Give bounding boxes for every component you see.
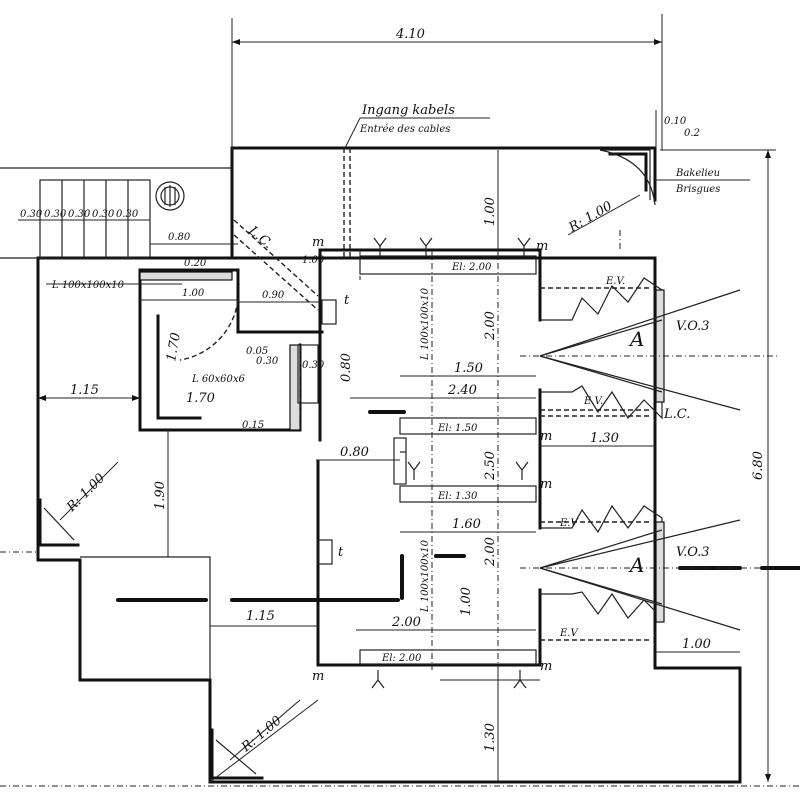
- dim-0-05: 0.05: [246, 346, 268, 357]
- angle-main-label: L 100x100x10: [51, 280, 125, 291]
- stair-step-2: 0.30: [44, 209, 67, 220]
- small-room: L 100x100x10 0.80 0.20 1.00 0.90 1.70 1.…: [46, 219, 322, 431]
- dim-1-30-vert: 1.30: [483, 723, 498, 752]
- protection-fr: Brisgues: [675, 184, 720, 195]
- stair-step-4: 0.30: [92, 209, 115, 220]
- bushing-lower: A V.O.3 E.V E.V: [520, 504, 760, 641]
- angle-vert-1: L 100x100x10: [420, 287, 431, 361]
- dim-1-90: 1.90: [153, 481, 168, 510]
- dim-2-50: 2.50: [483, 451, 498, 481]
- bushing-upper: A V.O.3 E.V. E.V. L.C.: [520, 276, 780, 422]
- dim-1-00-vert-top: 1.00: [483, 197, 498, 226]
- cable-entry-de: Ingang kabels: [361, 103, 455, 118]
- outer-walls: [0, 146, 742, 784]
- dim-0-80-vert: 0.80: [339, 353, 354, 382]
- dim-1-00-vert-lower: 1.00: [459, 587, 474, 616]
- elev-2-00-bottom: El: 2.00: [381, 653, 422, 664]
- dim-0-15: 0.15: [242, 420, 264, 431]
- dim-0-80-top: 0.80: [168, 232, 191, 243]
- stair-step-3: 0.30: [68, 209, 91, 220]
- radius-bottom-label: R: 1.00: [238, 713, 285, 756]
- dim-0-10: 0.10: [664, 116, 687, 127]
- cable-entry-fr: Entrée des cables: [359, 124, 450, 135]
- dim-2-00-horiz: 2.00: [391, 615, 421, 630]
- marker-m-5: m: [540, 659, 552, 674]
- label-a-upper: A: [628, 327, 644, 351]
- angle-corner-label: L 60x60x6: [191, 374, 246, 385]
- marker-m-2: m: [536, 239, 548, 254]
- dim-1-70-vert: 1.70: [164, 332, 184, 363]
- dim-2-00-vert-upper: 2.00: [483, 311, 498, 341]
- label-ev-2: E.V.: [583, 396, 603, 407]
- elev-2-00-top: El: 2.00: [451, 262, 492, 273]
- angle-vert-2: L 100x100x10: [420, 539, 431, 613]
- guide-lines: [0, 110, 800, 787]
- label-vo-lower: V.O.3: [676, 545, 710, 560]
- radius-left-label: R: 1.00: [64, 471, 109, 516]
- staircase: 0.30 0.30 0.30 0.30 0.30: [18, 179, 185, 259]
- overall-width-label: 4.10: [395, 27, 425, 42]
- marker-m-1: m: [312, 235, 324, 250]
- dim-0-30: 0.30: [256, 356, 279, 367]
- overall-height-label: 6.80: [751, 451, 766, 480]
- marker-m-3: m: [540, 429, 552, 444]
- elev-1-30: El: 1.30: [437, 491, 478, 502]
- marker-m-6: m: [312, 669, 324, 684]
- rail-marks: [116, 410, 800, 602]
- right-dimension: 6.80: [660, 149, 776, 782]
- label-t-lower: t: [338, 545, 344, 560]
- radius-top-label: R: 1.00: [566, 199, 615, 236]
- dim-1-60: 1.60: [452, 517, 481, 532]
- stair-step-1: 0.30: [20, 209, 43, 220]
- label-ev-3: E.V: [559, 518, 579, 529]
- label-a-lower: A: [628, 553, 644, 577]
- dim-0-20: 0.20: [184, 258, 207, 269]
- dim-1-50: 1.50: [454, 361, 483, 376]
- label-ev-4: E.V: [559, 628, 579, 639]
- machine-room: El: 2.00 El: 1.50 El: 1.30 El: 2.00 L 10…: [297, 150, 740, 782]
- cable-entry: Ingang kabels Entrée des cables: [343, 103, 490, 258]
- label-t-upper: t: [344, 293, 350, 308]
- dim-2-40: 2.40: [447, 383, 477, 398]
- protection-de: Bakelieu: [675, 168, 720, 179]
- elev-1-50: El: 1.50: [437, 423, 478, 434]
- label-lc-top: L.C.: [245, 223, 276, 252]
- dim-0-80-mid: 0.80: [340, 445, 369, 460]
- dim-1-00-dot: 1.00: [302, 255, 325, 266]
- stair-step-5: 0.30: [116, 209, 139, 220]
- label-lc-right: L.C.: [663, 407, 690, 422]
- dim-2-00-vert-lower: 2.00: [483, 537, 498, 567]
- label-vo-upper: V.O.3: [676, 319, 710, 334]
- dim-0-30-label: 0.30: [302, 360, 325, 371]
- dim-0-90: 0.90: [262, 290, 285, 301]
- dim-1-15-bottom: 1.15: [246, 609, 275, 624]
- label-ev-1: E.V.: [605, 276, 625, 287]
- left-dimensions: 1.15 1.90 1.15: [38, 383, 318, 627]
- dim-1-30-right: 1.30: [590, 431, 619, 446]
- dim-1-00-room: 1.00: [182, 288, 205, 299]
- protection-corner: Bakelieu Brisgues 0.10 0.2: [599, 116, 750, 206]
- marker-m-4: m: [540, 477, 552, 492]
- dim-0-2: 0.2: [684, 128, 700, 139]
- dim-1-15-left: 1.15: [70, 383, 99, 398]
- dim-1-00-right: 1.00: [682, 637, 711, 652]
- dim-1-70-horiz: 1.70: [186, 391, 215, 406]
